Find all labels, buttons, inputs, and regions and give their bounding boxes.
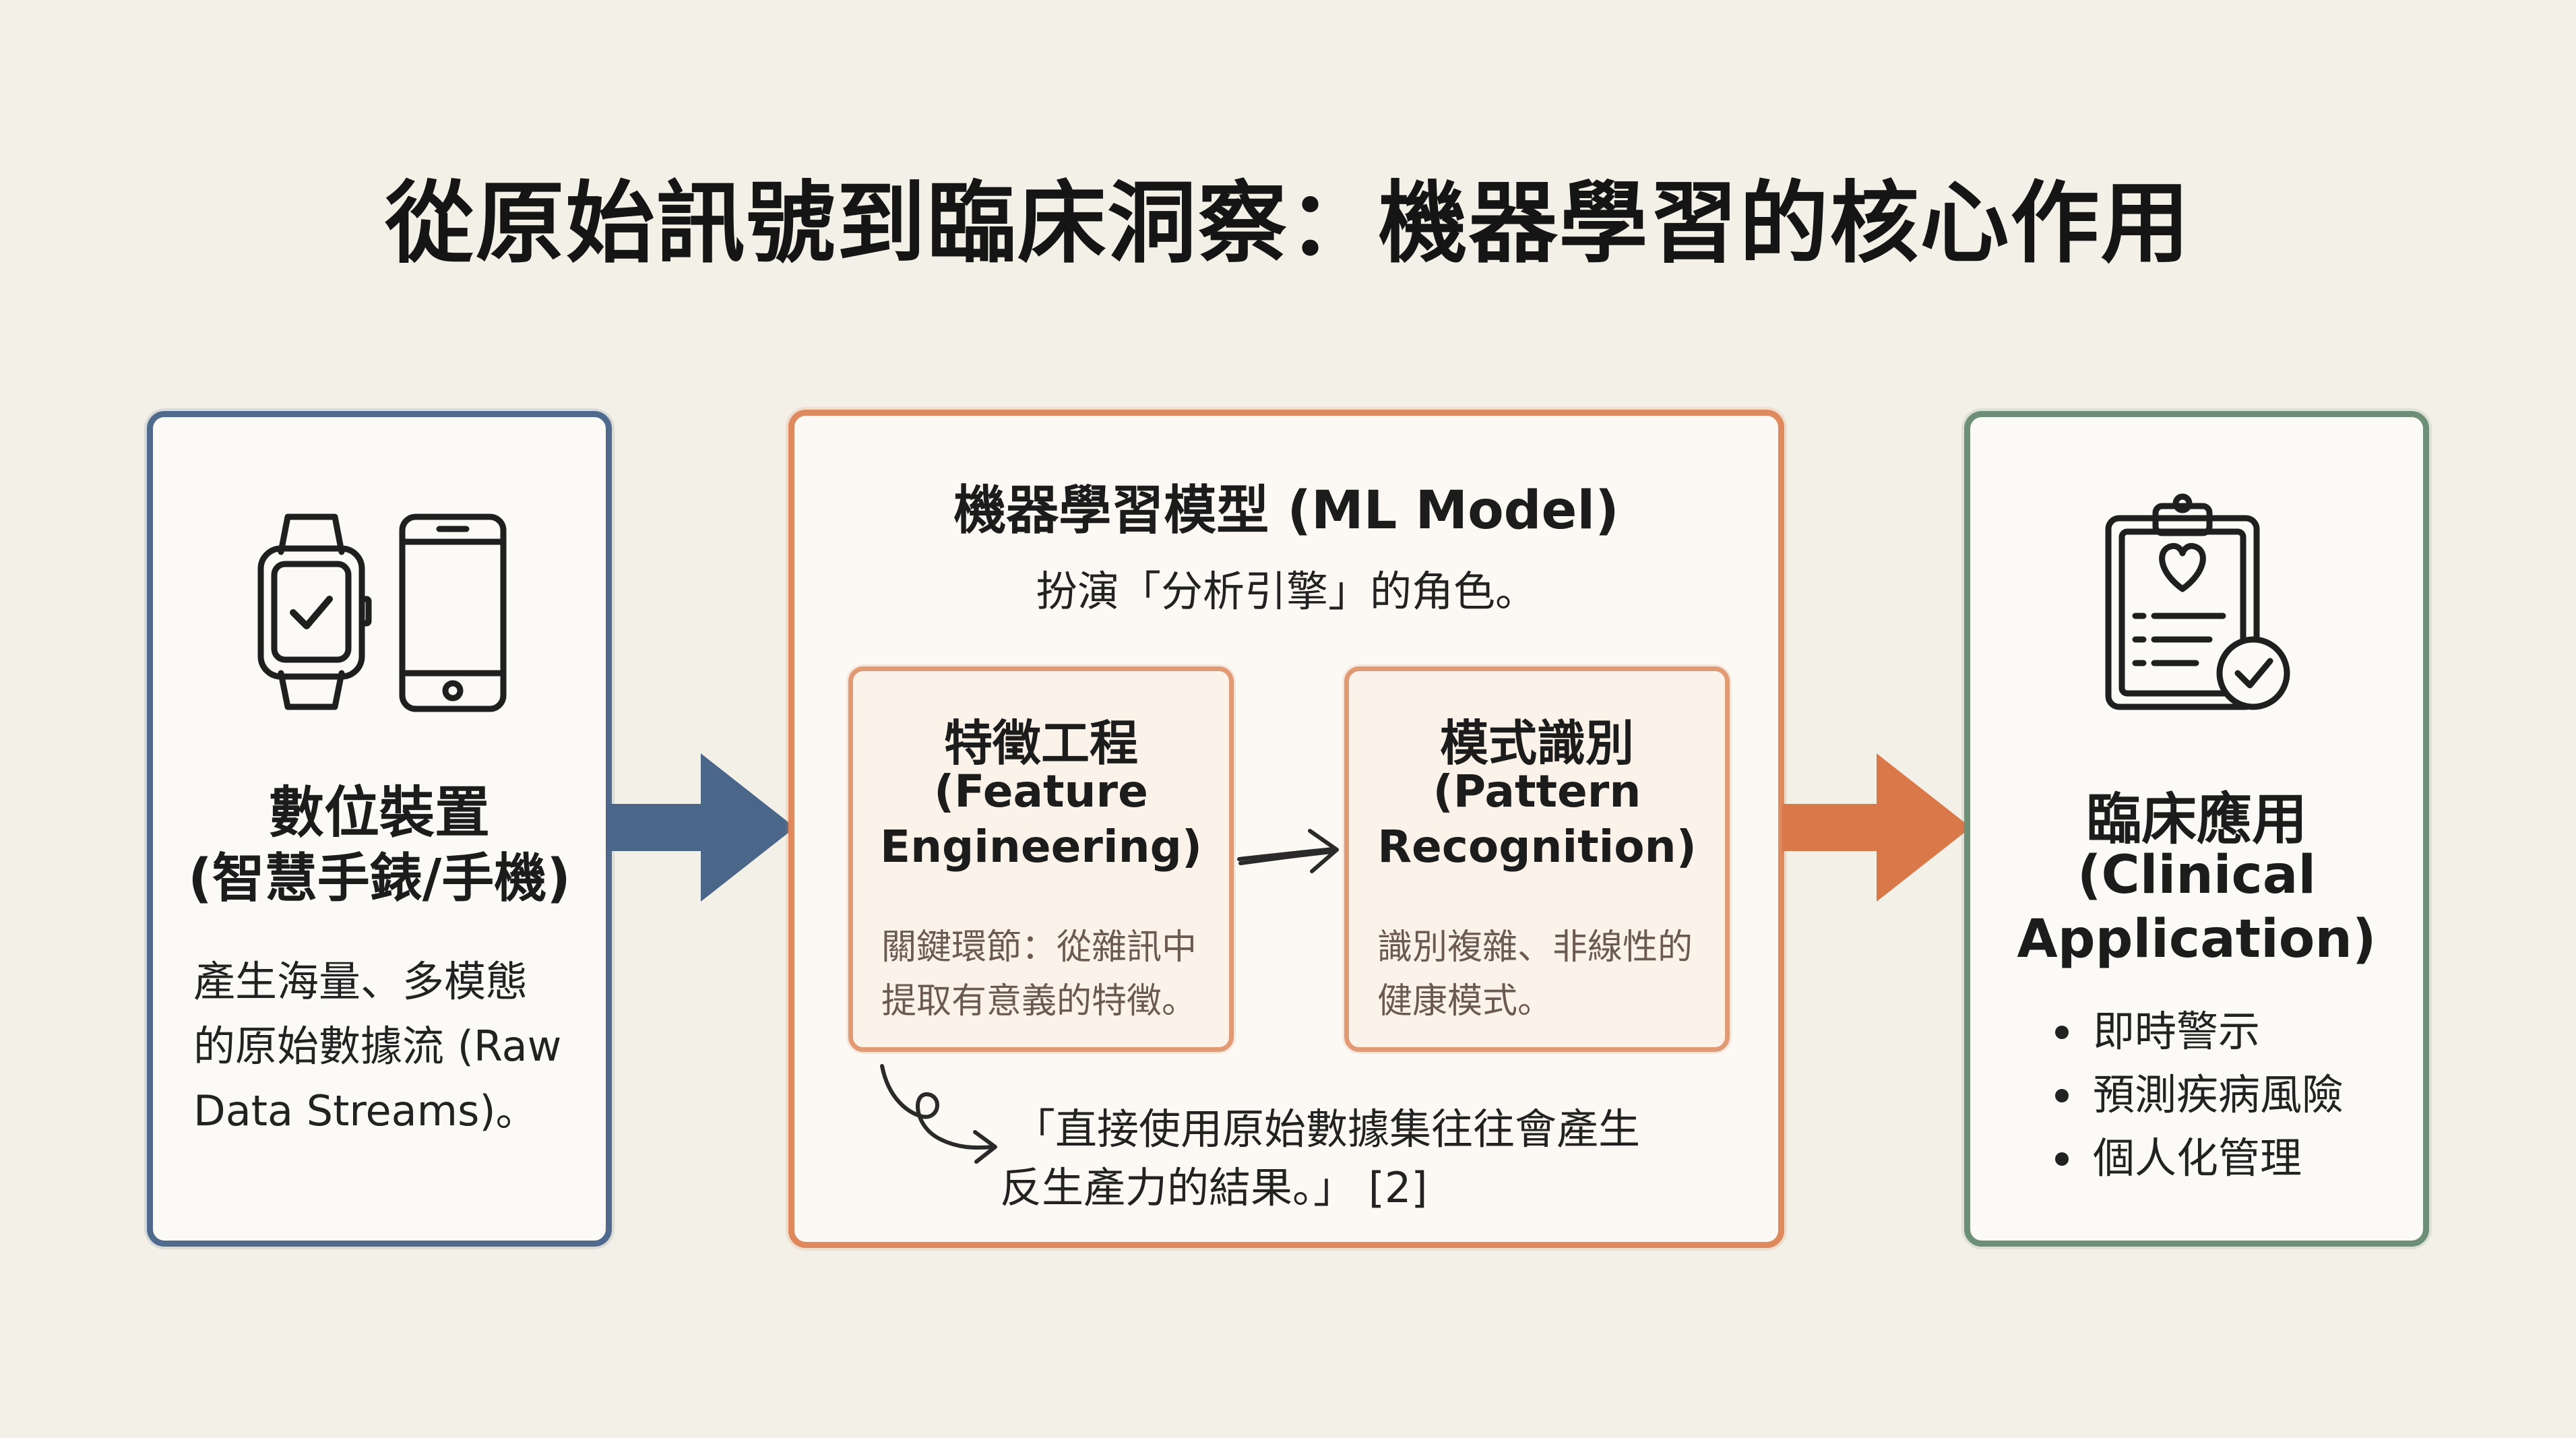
pattern-title-zh: 模式識別 bbox=[1439, 715, 1634, 772]
clipboard-heart-check-icon bbox=[2105, 493, 2290, 710]
feature-description-line: 提取有意義的特徵。 bbox=[881, 981, 1197, 1022]
pattern-description-line: 健康模式。 bbox=[1377, 981, 1553, 1022]
pattern-recognition-box: 模式識別 (Pattern Recognition) 識別複雜、非線性的 健康模… bbox=[1344, 666, 1730, 1052]
feature-title-en: Engineering) bbox=[879, 821, 1203, 873]
pattern-title-en: (Pattern bbox=[1433, 765, 1641, 817]
flow-arrow-to-clinical bbox=[1782, 753, 1971, 902]
flow-arrow-to-ml bbox=[606, 753, 795, 902]
devices-description: 產生海量、多模態 的原始數據流 (Raw Data Streams)。 bbox=[193, 949, 584, 1144]
pattern-title-en: Recognition) bbox=[1377, 821, 1697, 873]
list-item: 預測疾病風險 bbox=[2051, 1063, 2344, 1127]
clinical-panel: 臨床應用 (Clinical Application) 即時警示 預測疾病風險 … bbox=[1964, 411, 2429, 1247]
list-item-label: 個人化管理 bbox=[2093, 1133, 2302, 1183]
arrow-right-icon bbox=[606, 753, 795, 902]
list-item: 即時警示 bbox=[2051, 1000, 2344, 1063]
bullet-icon bbox=[2055, 1026, 2069, 1039]
ml-heading: 機器學習模型 (ML Model) bbox=[953, 480, 1619, 541]
pattern-description-line: 識別複雜、非線性的 bbox=[1377, 927, 1693, 968]
pattern-description: 識別複雜、非線性的 健康模式。 bbox=[1377, 920, 1714, 1028]
diagram-title: 從原始訊號到臨床洞察：機器學習的核心作用 bbox=[385, 172, 2191, 276]
bullet-icon bbox=[2055, 1152, 2069, 1166]
feature-title-en: (Feature bbox=[934, 765, 1148, 817]
feature-description-line: 關鍵環節：從雜訊中 bbox=[881, 927, 1197, 968]
feature-description: 關鍵環節：從雜訊中 提取有意義的特徵。 bbox=[881, 920, 1218, 1028]
quote-text: 「直接使用原始數據集往往會產生 bbox=[1013, 1104, 1641, 1154]
feature-title-zh: 特徵工程 bbox=[943, 715, 1138, 772]
devices-description-line: 的原始數據流 (Raw bbox=[193, 1022, 562, 1071]
devices-subheading: (智慧手錶/手機) bbox=[188, 848, 571, 909]
curly-arrow-icon bbox=[880, 1064, 997, 1164]
clinical-application-list: 即時警示 預測疾病風險 個人化管理 bbox=[2051, 1000, 2344, 1190]
list-item: 個人化管理 bbox=[2051, 1127, 2344, 1190]
devices-icon-group bbox=[257, 513, 507, 712]
devices-panel: 數位裝置 (智慧手錶/手機) 產生海量、多模態 的原始數據流 (Raw Data… bbox=[147, 411, 612, 1247]
smartphone-icon bbox=[399, 513, 507, 712]
sketch-arrow-icon bbox=[1237, 829, 1339, 873]
ml-model-panel: 機器學習模型 (ML Model) 扮演「分析引擎」的角色。 特徵工程 (Fea… bbox=[788, 410, 1784, 1248]
arrow-right-icon bbox=[1782, 753, 1971, 902]
list-item-label: 預測疾病風險 bbox=[2093, 1070, 2344, 1119]
feature-engineering-box: 特徵工程 (Feature Engineering) 關鍵環節：從雜訊中 提取有… bbox=[848, 666, 1234, 1052]
list-item-label: 即時警示 bbox=[2093, 1007, 2261, 1056]
ml-subtitle: 扮演「分析引擎」的角色。 bbox=[1035, 567, 1537, 616]
devices-heading: 數位裝置 bbox=[268, 781, 490, 845]
clinical-heading-en: (Clinical bbox=[2077, 845, 2317, 906]
clinical-heading-en: Application) bbox=[2017, 909, 2377, 970]
devices-description-line: 產生海量、多模態 bbox=[193, 957, 528, 1006]
devices-description-line: Data Streams)。 bbox=[193, 1086, 538, 1135]
smartwatch-icon bbox=[257, 513, 372, 710]
bullet-icon bbox=[2055, 1089, 2069, 1102]
quote-text: 反生產力的結果。」 [2] bbox=[1000, 1163, 1428, 1212]
clinical-heading: 臨床應用 bbox=[2085, 788, 2307, 852]
